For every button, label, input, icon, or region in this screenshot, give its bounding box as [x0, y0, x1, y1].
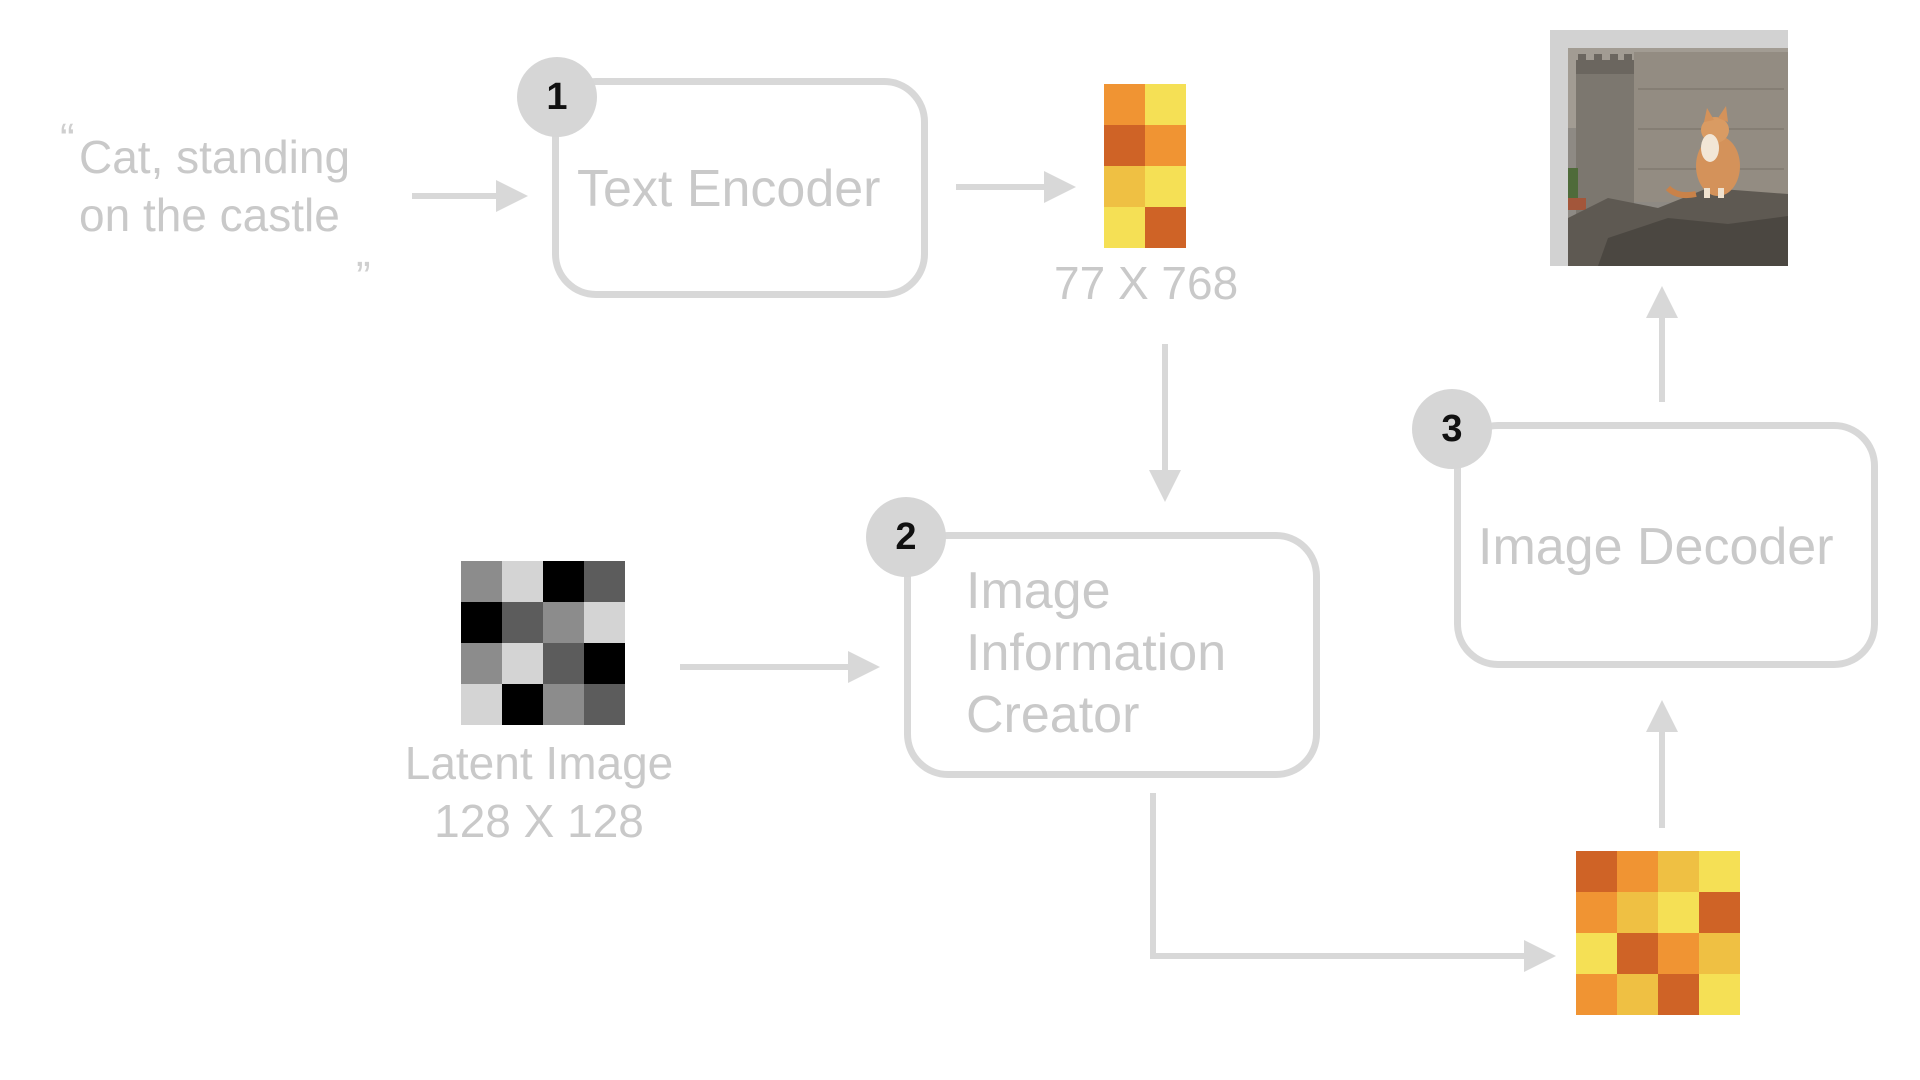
token-embedding-cell: [1145, 125, 1186, 166]
latent-image-caption: Latent Image 128 X 128: [396, 734, 682, 850]
creator-line-3: Creator: [966, 686, 1140, 744]
latent-image-cell: [584, 561, 625, 602]
close-quote: „: [356, 227, 371, 276]
processed-latent-cell: [1617, 933, 1658, 974]
processed-latent-cell: [1699, 974, 1740, 1015]
token-embedding-cell: [1104, 125, 1145, 166]
latent-image-cell: [461, 602, 502, 643]
processed-latent-cell: [1699, 933, 1740, 974]
processed-latent-cell: [1699, 892, 1740, 933]
token-embedding-cell: [1104, 84, 1145, 125]
processed-latents-grid: [1576, 851, 1740, 1015]
prompt-text: Cat, standing on the castle: [79, 128, 350, 244]
latent-image-cell: [461, 684, 502, 725]
token-embedding-cell: [1145, 166, 1186, 207]
output-image-frame: [1550, 30, 1788, 266]
processed-latent-cell: [1699, 851, 1740, 892]
processed-latent-cell: [1658, 851, 1699, 892]
token-embedding-cell: [1145, 207, 1186, 248]
processed-latent-cell: [1576, 892, 1617, 933]
latent-image-cell: [584, 643, 625, 684]
latent-image-cell: [584, 684, 625, 725]
image-decoder-label: Image Decoder: [1478, 518, 1834, 576]
token-embedding-cell: [1145, 84, 1186, 125]
latent-image-cell: [502, 561, 543, 602]
open-quote: “: [60, 115, 75, 164]
token-embedding-cell: [1104, 207, 1145, 248]
latent-image-cell: [502, 602, 543, 643]
processed-latent-cell: [1617, 974, 1658, 1015]
text-encoder-box: [552, 78, 928, 298]
step-badge-1: 1: [517, 57, 597, 137]
step-badge-3: 3: [1412, 389, 1492, 469]
step-badge-2: 2: [866, 497, 946, 577]
arrow-creator-to-latents: [1150, 793, 1528, 959]
token-embeddings-grid: [1104, 84, 1186, 248]
processed-latent-cell: [1658, 933, 1699, 974]
cat-on-castle-image: [1568, 48, 1788, 266]
latent-image-cell: [543, 602, 584, 643]
latent-image-cell: [502, 643, 543, 684]
latent-image-label: Latent Image: [404, 737, 674, 789]
text-encoder-label: Text Encoder: [577, 160, 881, 218]
latent-image-grid: [461, 561, 625, 725]
token-embeddings-dims: 77 X 768: [1054, 257, 1239, 309]
token-embedding-cell: [1104, 166, 1145, 207]
processed-latent-cell: [1658, 974, 1699, 1015]
latent-image-cell: [543, 561, 584, 602]
latent-image-cell: [584, 602, 625, 643]
prompt-line-2: on the castle: [79, 189, 340, 241]
latent-image-cell: [543, 684, 584, 725]
latent-image-dims: 128 X 128: [434, 795, 644, 847]
processed-latent-cell: [1576, 974, 1617, 1015]
creator-line-2: Information: [966, 624, 1227, 682]
image-information-creator-label: Image Information Creator: [966, 560, 1226, 746]
processed-latent-cell: [1617, 892, 1658, 933]
image-information-creator-box: [904, 532, 1320, 778]
creator-line-1: Image: [966, 562, 1111, 620]
latent-image-cell: [543, 643, 584, 684]
latent-image-cell: [461, 561, 502, 602]
latent-image-cell: [502, 684, 543, 725]
processed-latent-cell: [1658, 892, 1699, 933]
processed-latent-cell: [1576, 851, 1617, 892]
processed-latent-cell: [1617, 851, 1658, 892]
latent-image-cell: [461, 643, 502, 684]
image-decoder-box: [1454, 422, 1878, 668]
processed-latent-cell: [1576, 933, 1617, 974]
prompt-line-1: Cat, standing: [79, 131, 351, 183]
